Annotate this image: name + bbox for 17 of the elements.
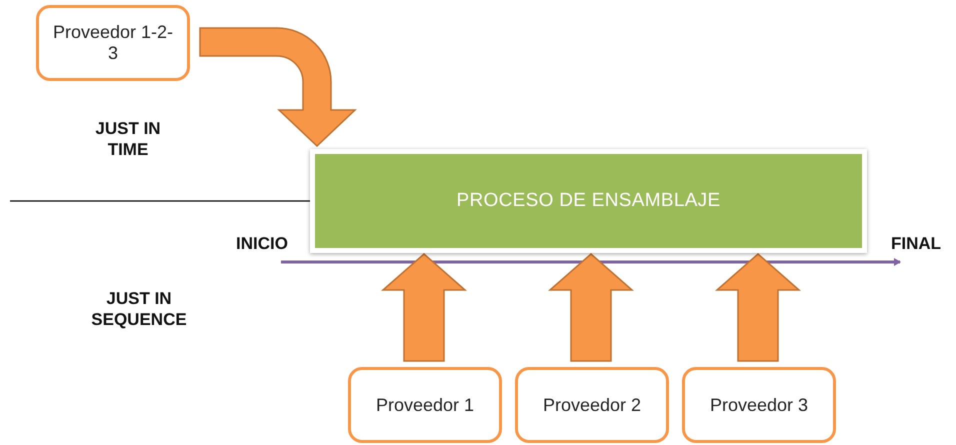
block-arrow	[548, 253, 634, 362]
supplier-box	[348, 367, 502, 443]
node-text: PROCESO DE ENSAMBLAJE	[456, 190, 720, 212]
node-text: Proveedor 3	[710, 394, 808, 416]
block-arrow	[715, 253, 801, 362]
side-label: JUST IN TIME	[94, 118, 162, 160]
side-label: FINAL	[890, 233, 942, 254]
node-text: Proveedor 1	[376, 394, 474, 416]
supplier-box	[515, 367, 669, 443]
node-text: Proveedor 1-2-3	[52, 22, 174, 64]
side-label: INICIO	[235, 233, 289, 254]
block-arrow	[381, 253, 467, 362]
supplier-box	[682, 367, 836, 443]
supplier-box	[36, 5, 190, 81]
node-text: Proveedor 2	[542, 394, 642, 416]
side-label: JUST IN SEQUENCE	[90, 288, 188, 330]
block-arrow	[199, 27, 356, 147]
